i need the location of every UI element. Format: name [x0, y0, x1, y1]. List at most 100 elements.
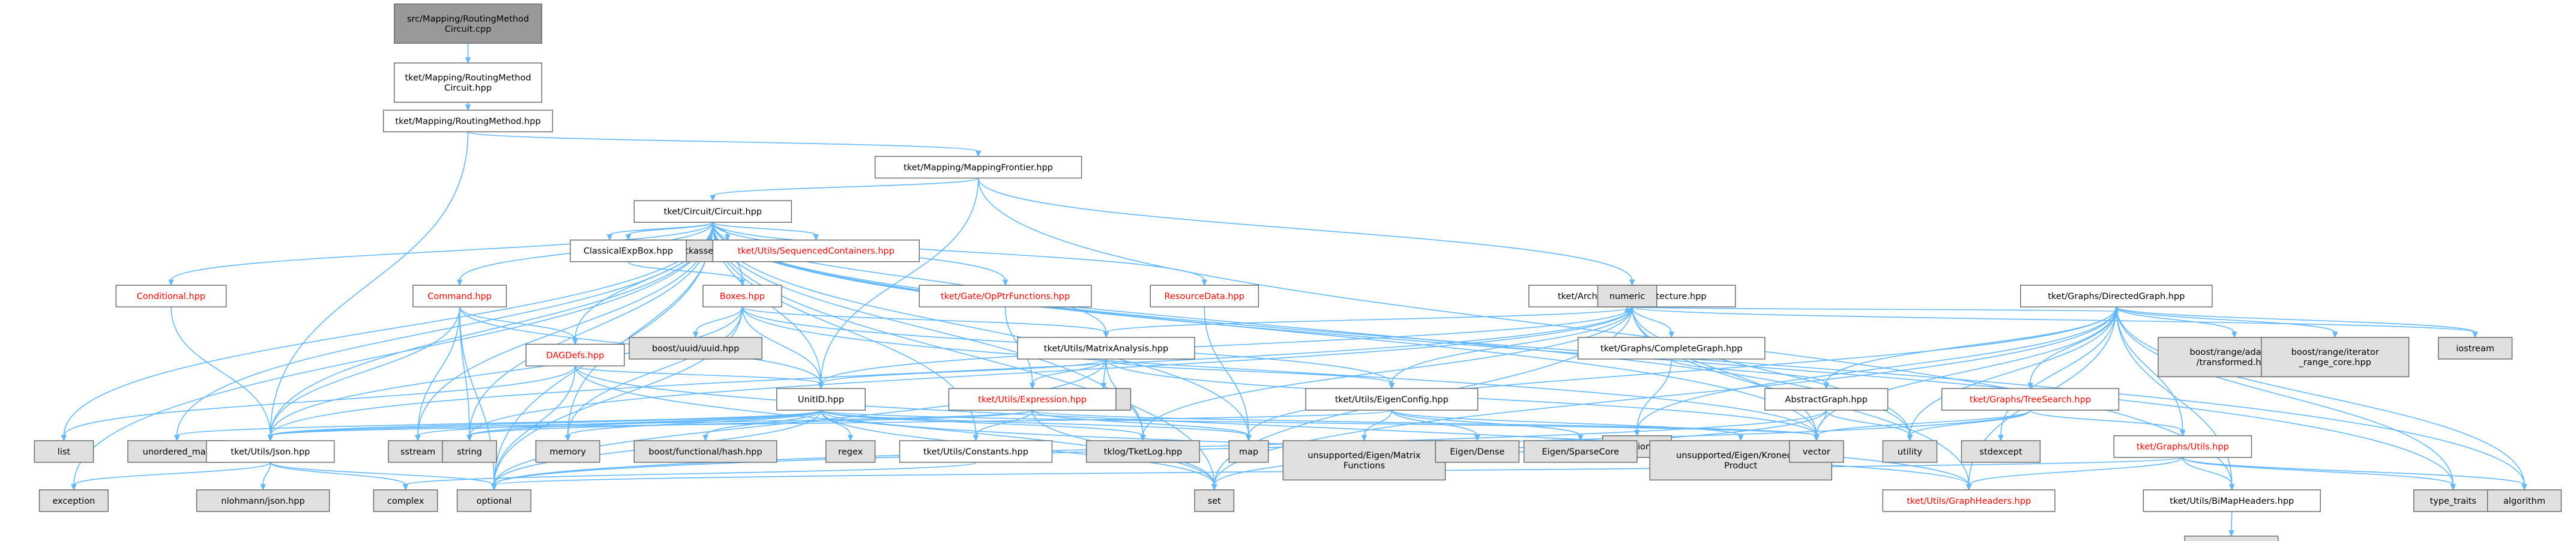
node-seqcont[interactable]: tket/Utils/SequencedContainers.hpp: [712, 240, 920, 262]
node-graphsutils[interactable]: tket/Graphs/Utils.hpp: [2113, 435, 2252, 458]
node-completegraph[interactable]: tket/Graphs/CompleteGraph.hpp: [1577, 337, 1766, 360]
edge-line: [1816, 307, 2117, 436]
edge-arrowhead: [2229, 484, 2235, 491]
node-resource[interactable]: ResourceData.hpp: [1150, 285, 1259, 307]
node-eigenconfig[interactable]: tket/Utils/EigenConfig.hpp: [1305, 388, 1479, 411]
node-boxes[interactable]: Boxes.hpp: [702, 285, 782, 307]
node-graphheaders[interactable]: tket/Utils/GraphHeaders.hpp: [1882, 489, 2056, 512]
edge-line: [1968, 457, 2183, 486]
edge-line: [417, 222, 714, 436]
node-label: tket/Utils/GraphHeaders.hpp: [1907, 497, 2031, 506]
edge-line: [63, 366, 576, 437]
node-label: boost/functional/hash.hpp: [649, 447, 762, 457]
node-label: UnitID.hpp: [798, 395, 844, 405]
node-label: tket/Gate/OpPtrFunctions.hpp: [941, 292, 1070, 301]
node-label: optional: [477, 497, 512, 506]
edge-arrowhead: [491, 484, 497, 491]
node-dagdefs[interactable]: DAGDefs.hpp: [525, 343, 625, 367]
node-label: list: [58, 447, 71, 457]
node-box: [899, 440, 1053, 463]
node-label: tket/Mapping/RoutingMethod: [405, 73, 531, 83]
node-box: [1228, 440, 1269, 463]
node-command[interactable]: Command.hpp: [412, 285, 507, 307]
node-abstractgraph[interactable]: AbstractGraph.hpp: [1764, 388, 1889, 411]
node-sstream: sstream: [388, 440, 448, 463]
node-treesearch[interactable]: tket/Graphs/TreeSearch.hpp: [1941, 388, 2120, 411]
node-label: unsupported/Eigen/Kronecker: [1676, 451, 1805, 461]
edge-line: [2116, 307, 2454, 485]
edge-arch-to-eigenconfig: [1389, 307, 1633, 390]
node-unitid[interactable]: UnitID.hpp: [776, 388, 866, 411]
edge-dagdefs-to-list: [61, 366, 576, 442]
node-bimapheaders[interactable]: tket/Utils/BiMapHeaders.hpp: [2143, 489, 2321, 512]
edge-arch-to-string: [466, 307, 1633, 442]
node-box: [1597, 285, 1658, 307]
node-label: _range_core.hpp: [2299, 358, 2371, 367]
node-memory: memory: [535, 440, 600, 463]
edge-line: [1391, 410, 1742, 437]
edge-line: [170, 307, 271, 436]
node-label: Conditional.hpp: [137, 292, 205, 301]
edge-eigenconfig-to-eigenmatrix: [1361, 410, 1393, 442]
node-json[interactable]: tket/Utils/Json.hpp: [206, 440, 335, 463]
node-expression[interactable]: tket/Utils/Expression.hpp: [948, 388, 1117, 411]
node-box: [918, 285, 1092, 307]
node-mf_hpp[interactable]: tket/Mapping/MappingFrontier.hpp: [874, 156, 1082, 179]
edge-dagdefs-to-set: [575, 366, 1217, 491]
node-bimap: boost/bimap.hpp: [2184, 536, 2279, 541]
edge-arrowhead: [710, 195, 716, 202]
node-directedgraph[interactable]: tket/Graphs/DirectedGraph.hpp: [2019, 285, 2213, 307]
edge-line: [2030, 410, 2183, 432]
edge-arrowhead: [2332, 331, 2338, 339]
node-box: [1764, 388, 1889, 411]
node-circuit[interactable]: tket/Circuit/Circuit.hpp: [633, 200, 792, 223]
node-rm_hpp[interactable]: tket/Mapping/RoutingMethod.hpp: [383, 109, 554, 133]
edge-line: [469, 307, 1633, 436]
node-box: [2184, 536, 2279, 541]
node-gateopptr[interactable]: tket/Gate/OpPtrFunctions.hpp: [918, 285, 1092, 307]
edge-line: [73, 462, 271, 486]
edge-arch-to-json: [267, 307, 1633, 442]
edge-treesearch-to-vector: [1814, 410, 2031, 442]
edge-line: [270, 307, 743, 436]
edge-directedgraph-to-adaptor: [2116, 306, 2237, 339]
edge-arrowhead: [813, 234, 819, 241]
edge-graphsutils-to-graphheaders: [1965, 457, 2183, 491]
node-matrix[interactable]: tket/Utils/MatrixAnalysis.hpp: [1017, 337, 1195, 360]
node-box: [776, 388, 866, 411]
edge-arrowhead: [975, 150, 982, 157]
edge-dagdefs-to-unitid: [575, 365, 824, 390]
edge-line: [1909, 307, 2117, 436]
node-box: [874, 156, 1082, 179]
edge-line: [2182, 457, 2233, 485]
edge-arrowhead: [2450, 484, 2457, 491]
edge-arrowhead: [466, 435, 472, 442]
edge-arrowhead: [1246, 435, 1252, 442]
edge-arrowhead: [1629, 279, 1635, 286]
edge-line: [262, 462, 271, 485]
node-constants[interactable]: tket/Utils/Constants.hpp: [899, 440, 1053, 463]
node-vector: vector: [1789, 440, 1844, 463]
edge-constants-to-complex: [402, 462, 977, 491]
node-label: DAGDefs.hpp: [546, 351, 605, 360]
node-conditional[interactable]: Conditional.hpp: [115, 285, 227, 307]
node-regex: regex: [825, 440, 876, 463]
node-box: [570, 240, 687, 262]
node-label: boost/range/adaptor: [2189, 348, 2279, 357]
node-label: tklog/TketLog.hpp: [1104, 447, 1183, 457]
node-label: tket/Graphs/CompleteGraph.hpp: [1600, 344, 1743, 354]
edge-arrowhead: [1201, 279, 1208, 286]
edge-line: [575, 365, 822, 384]
node-box: [702, 285, 782, 307]
edge-line: [977, 178, 1633, 281]
edge-line: [469, 410, 822, 437]
node-classical[interactable]: ClassicalExpBox.hpp: [570, 240, 687, 262]
node-label: nlohmann/json.hpp: [221, 497, 304, 506]
node-label: AbstractGraph.hpp: [1785, 395, 1868, 405]
edge-graphsutils-to-typetraits: [2182, 457, 2457, 491]
node-box: [394, 3, 543, 44]
edge-expression-to-constants: [973, 410, 1033, 442]
